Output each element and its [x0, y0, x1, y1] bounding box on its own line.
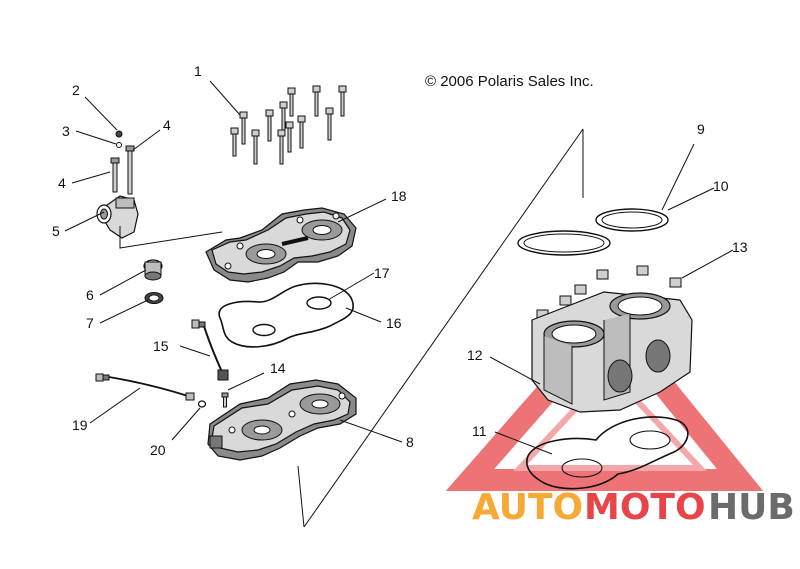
watermark-logo: AUTO MOTO HUB: [472, 487, 795, 528]
cylinder-head-cover: [205, 207, 357, 283]
callout-13: 13: [732, 239, 748, 255]
callout-labels: 1 2 3 4 4 5 6 7 8 9 10 11 12 13 14 15 16…: [52, 63, 748, 458]
watermark-part1: AUTO: [472, 487, 583, 528]
bolt-14: [221, 392, 229, 408]
callout-15: 15: [153, 338, 169, 354]
temperature-sensor: [191, 319, 229, 381]
small-hardware: [110, 130, 135, 195]
head-bolts: [230, 85, 347, 165]
callout-18: 18: [391, 188, 407, 204]
callout-4b: 4: [58, 175, 66, 191]
thermostat-housing: [96, 195, 139, 239]
base-gasket: [526, 416, 689, 490]
thermostat: [143, 259, 163, 281]
callout-7: 7: [86, 315, 94, 331]
watermark-triangle-icon: [445, 302, 764, 491]
callout-3: 3: [62, 123, 70, 139]
callout-6: 6: [86, 287, 94, 303]
callout-10: 10: [713, 178, 729, 194]
callout-4a: 4: [163, 117, 171, 133]
head-cover-gasket: [218, 282, 354, 348]
watermark-part2: MOTO: [584, 487, 706, 528]
callout-19: 19: [72, 417, 88, 433]
head-gaskets: [517, 208, 669, 256]
cylinder-head-lower: [207, 379, 357, 461]
callout-9: 9: [697, 121, 705, 137]
callout-14: 14: [270, 360, 286, 376]
callout-20: 20: [150, 442, 166, 458]
callout-11: 11: [472, 423, 487, 439]
callout-16: 16: [386, 315, 402, 331]
watermark-part3: HUB: [708, 487, 795, 528]
callout-17: 17: [374, 265, 390, 281]
cylinder: [531, 291, 693, 413]
callout-8: 8: [406, 434, 414, 450]
sensor-wire: [95, 373, 195, 401]
leader-lines: [64, 80, 734, 528]
callout-5: 5: [52, 223, 60, 239]
copyright-text: © 2006 Polaris Sales Inc.: [425, 73, 594, 90]
callout-1: 1: [194, 63, 202, 79]
callout-12: 12: [467, 347, 483, 363]
o-ring-17: [306, 296, 332, 310]
callout-2: 2: [72, 82, 80, 98]
washer-20: [197, 400, 207, 408]
